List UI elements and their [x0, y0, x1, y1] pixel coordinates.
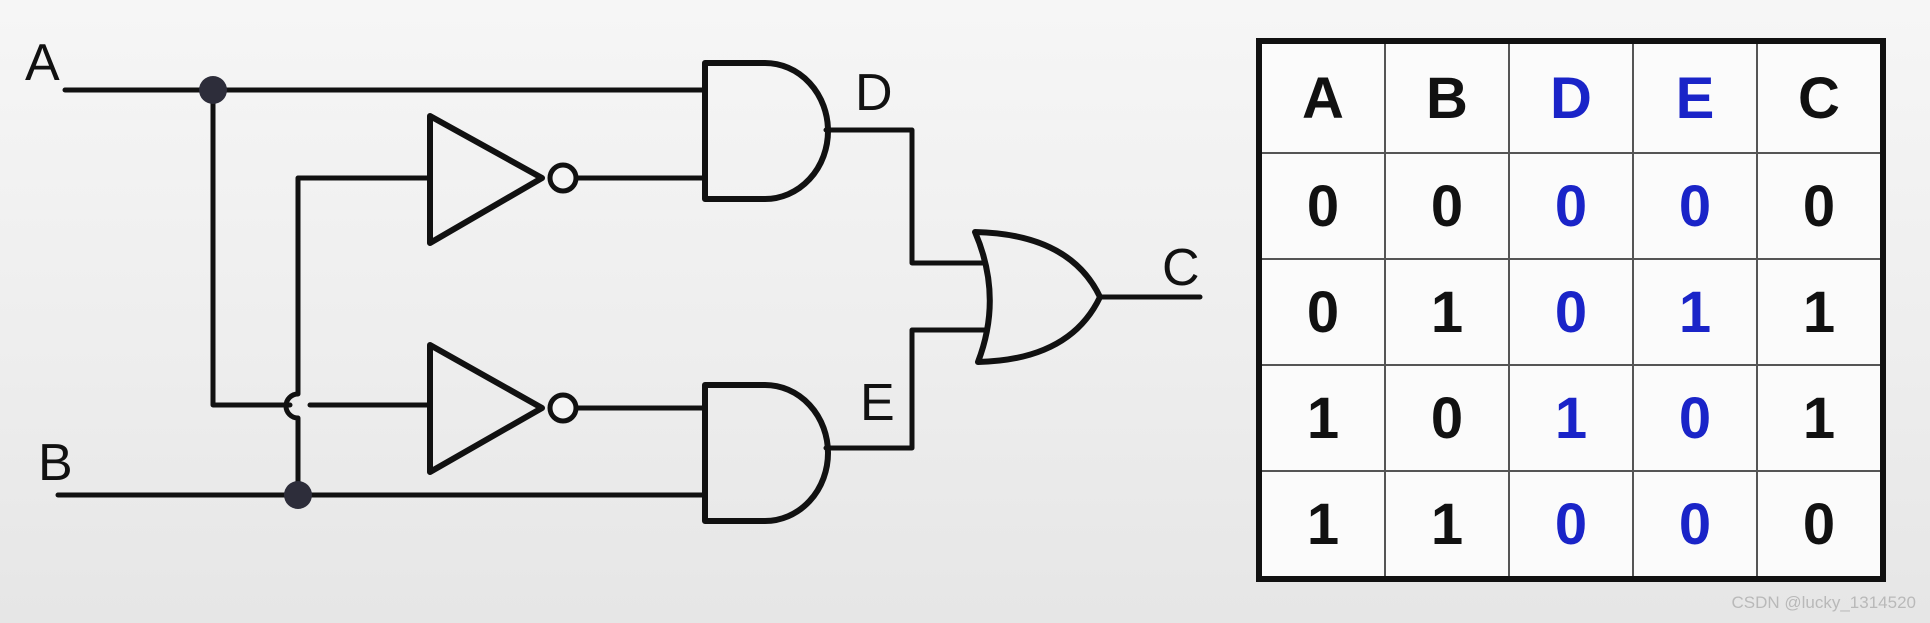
cell-c: 1: [1756, 258, 1884, 366]
and-gate-top: [702, 60, 831, 202]
header-b: B: [1384, 40, 1510, 154]
cell-c: 0: [1756, 470, 1884, 580]
table-row: 1 1 0 0 0: [1258, 470, 1884, 580]
wire-b-branch: [283, 175, 433, 498]
cell-c: 1: [1756, 364, 1884, 472]
or-gate: [972, 229, 1103, 365]
cell-e: 0: [1632, 470, 1758, 580]
cell-d: 0: [1508, 258, 1634, 366]
label-input-b: B: [38, 434, 73, 492]
and-gate-bottom: [702, 382, 831, 524]
label-output-c: C: [1162, 239, 1200, 297]
cell-e: 1: [1632, 258, 1758, 366]
header-a: A: [1258, 40, 1386, 154]
truth-table-header-row: A B D E C: [1258, 40, 1884, 154]
not-gate-top-bubble: [547, 162, 579, 194]
label-output-e: E: [860, 374, 895, 432]
label-input-a: A: [25, 34, 60, 92]
cell-a: 0: [1258, 152, 1386, 260]
cell-e: 0: [1632, 152, 1758, 260]
header-d: D: [1508, 40, 1634, 154]
header-e: E: [1632, 40, 1758, 154]
wire-a-branch: [210, 87, 293, 408]
cell-a: 0: [1258, 258, 1386, 366]
cell-d: 0: [1508, 152, 1634, 260]
cell-b: 0: [1384, 152, 1510, 260]
cell-a: 1: [1258, 470, 1386, 580]
label-output-d: D: [855, 64, 893, 122]
wire-d: [823, 127, 988, 266]
table-row: 0 0 0 0 0: [1258, 152, 1884, 260]
cell-b: 0: [1384, 364, 1510, 472]
not-gate-bottom: [427, 342, 545, 475]
junction-a: [199, 76, 227, 104]
not-gate-top: [427, 113, 545, 246]
wire-e: [823, 327, 988, 451]
junction-b: [284, 481, 312, 509]
header-c: C: [1756, 40, 1884, 154]
logic-circuit-diagram: A B D E C: [25, 34, 1203, 524]
cell-b: 1: [1384, 258, 1510, 366]
cell-e: 0: [1632, 364, 1758, 472]
cell-c: 0: [1756, 152, 1884, 260]
watermark: CSDN @lucky_1314520: [1731, 593, 1916, 612]
cell-b: 1: [1384, 470, 1510, 580]
cell-d: 0: [1508, 470, 1634, 580]
table-row: 0 1 0 1 1: [1258, 258, 1884, 366]
table-row: 1 0 1 0 1: [1258, 364, 1884, 472]
cell-d: 1: [1508, 364, 1634, 472]
cell-a: 1: [1258, 364, 1386, 472]
truth-table: A B D E C 0 0 0 0 0 0 1 0 1 1 1 0 1 0 1: [1256, 38, 1886, 582]
not-gate-bottom-bubble: [547, 392, 579, 424]
